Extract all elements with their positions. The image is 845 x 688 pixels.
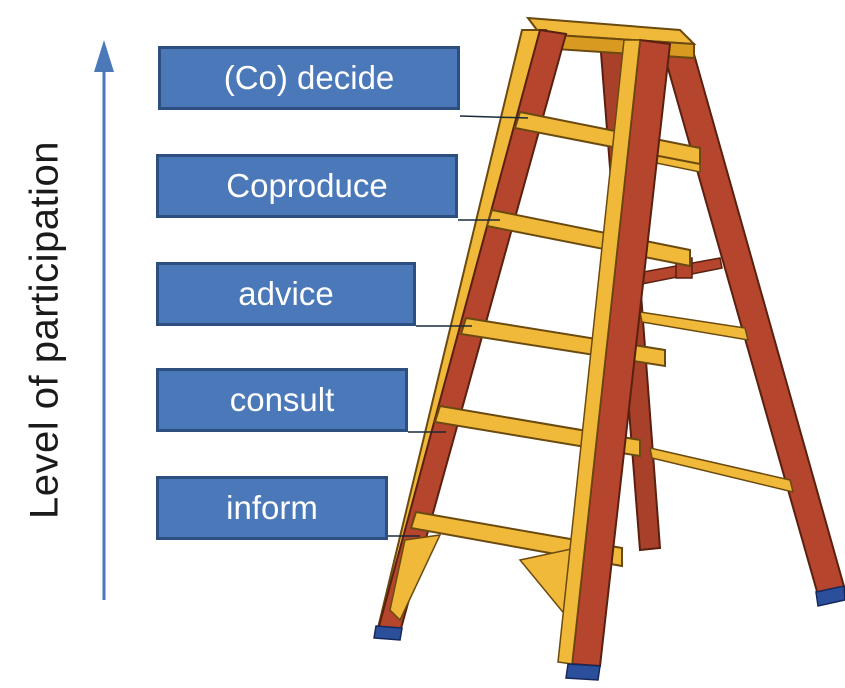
ladder-foot: [373, 625, 403, 641]
level-box-advice: advice: [156, 262, 416, 326]
level-label: Coproduce: [226, 167, 388, 204]
level-label: advice: [238, 275, 334, 312]
ladder-rear-brace: [639, 311, 750, 341]
ladder-bottom-brace: [389, 534, 442, 622]
participation-arrow-head: [94, 40, 114, 72]
ladder-foot: [565, 663, 601, 681]
level-box-consult: consult: [156, 368, 408, 432]
ladder-foot: [815, 585, 845, 607]
level-box-coproduce: Coproduce: [156, 154, 458, 218]
level-box-inform: inform: [156, 476, 388, 540]
ladder-rear-rail-right: [658, 39, 845, 597]
level-label: consult: [229, 381, 335, 418]
connector-line: [459, 115, 529, 119]
level-label: (Co) decide: [223, 59, 395, 96]
level-box-co-decide: (Co) decide: [158, 46, 460, 110]
ladder-rear-brace: [649, 447, 795, 494]
level-label: inform: [226, 489, 318, 526]
ladder-rung: [485, 208, 691, 268]
ladder-icon: [373, 16, 845, 681]
axis-label-level-of-participation: Level of participation: [22, 141, 67, 519]
